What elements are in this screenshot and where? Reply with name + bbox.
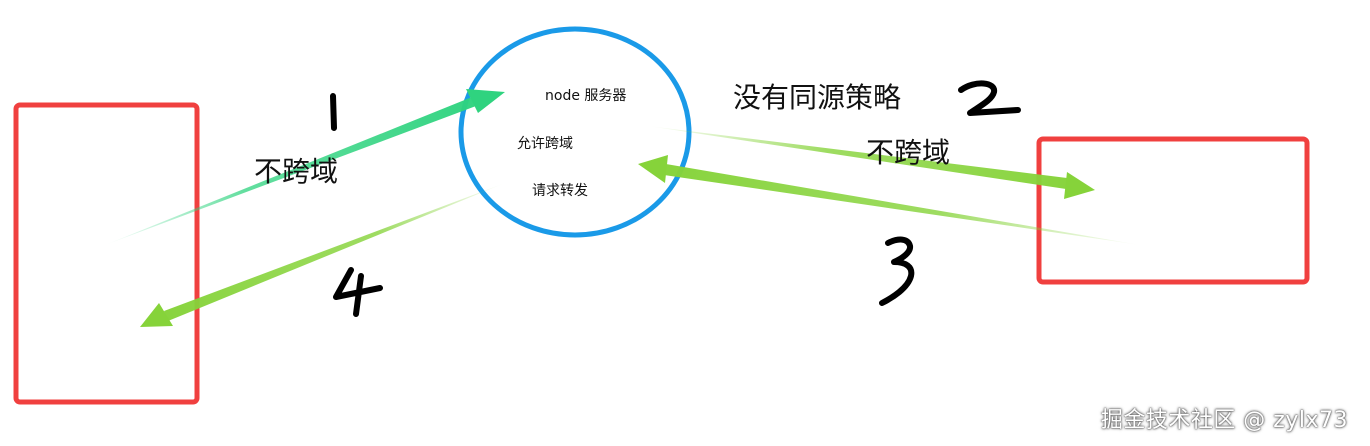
step-number-2: [958, 80, 1021, 116]
arrow-step-3: [638, 155, 1140, 245]
step-number-4: [333, 267, 383, 317]
arrow-step-4: [140, 183, 505, 327]
node-server-circle: [458, 26, 692, 238]
arrow-step-2: [648, 126, 1095, 199]
arrow-step-1: [105, 89, 505, 245]
server-title: node 服务器: [545, 88, 626, 104]
label-no-cross-right: 不跨域: [866, 136, 950, 169]
server-cors-label: 允许跨域: [517, 136, 573, 152]
step-number-3: [879, 236, 915, 306]
label-no-cross-left: 不跨域: [254, 155, 338, 188]
client-box: [13, 102, 200, 405]
watermark: 掘金技术社区 @ zylx73: [1100, 408, 1348, 433]
server-forward-label: 请求转发: [532, 183, 588, 199]
step-number-1: [330, 93, 337, 131]
target-server-box: [1036, 136, 1310, 285]
label-no-same-origin: 没有同源策略: [733, 81, 901, 114]
